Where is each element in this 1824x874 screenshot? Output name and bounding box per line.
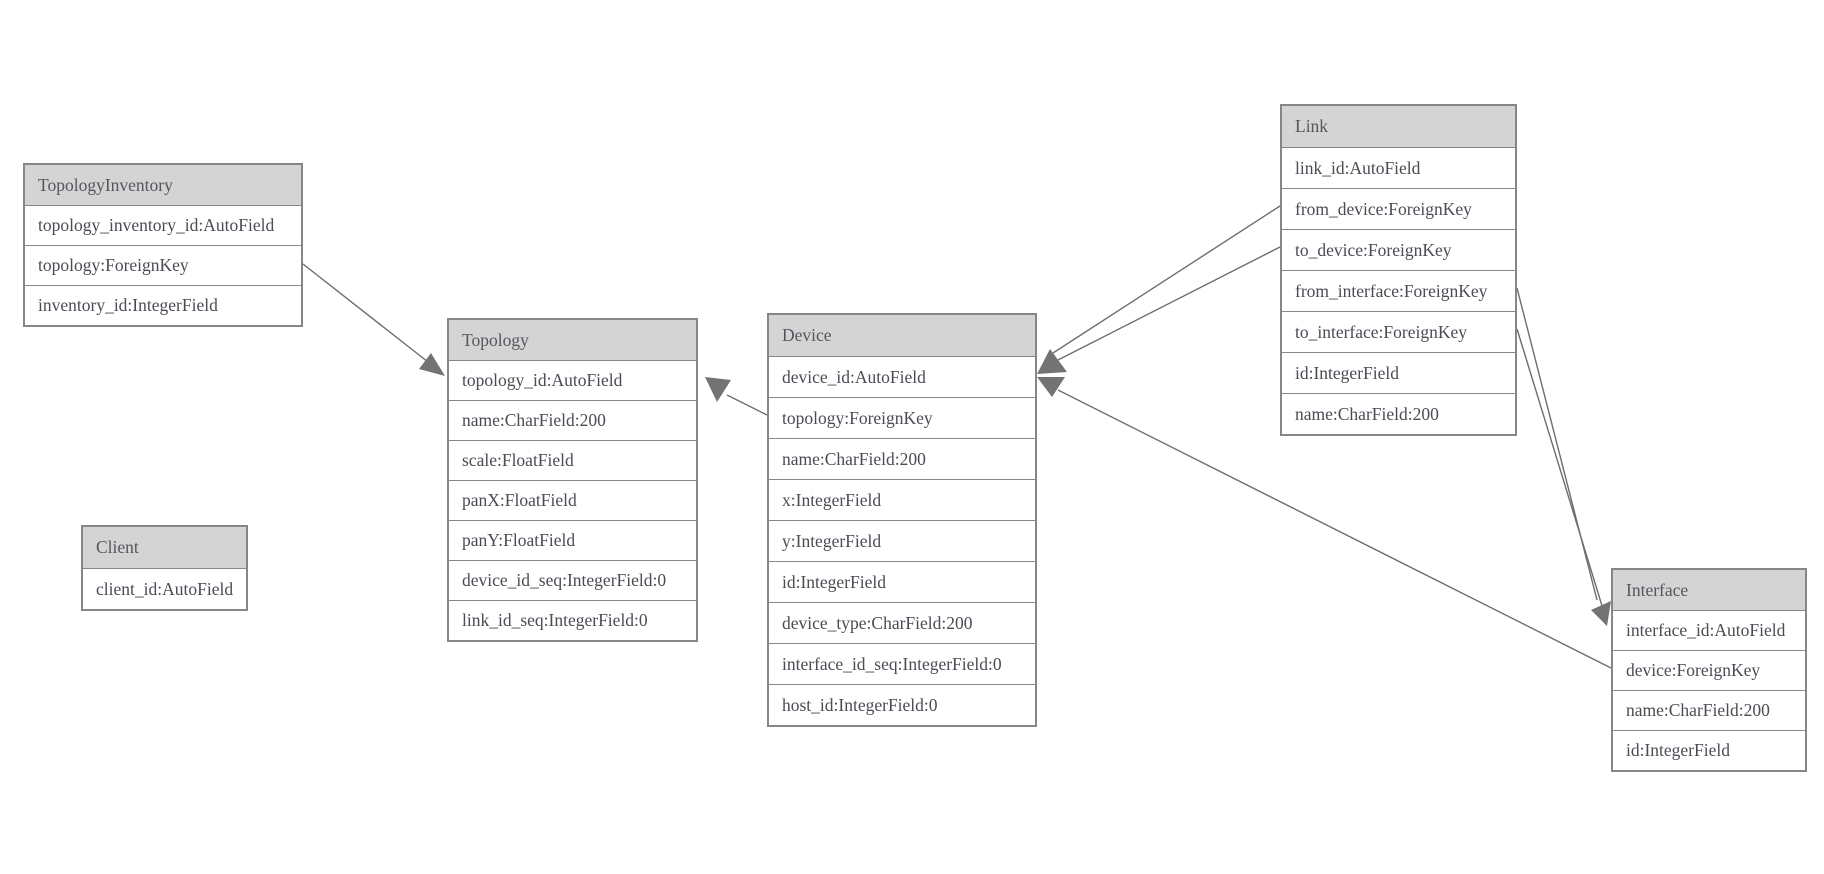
relation-link-todevice-device-line (1057, 246, 1281, 361)
field-row: topology_id:AutoField (449, 360, 696, 400)
relation-topologyinventory-topology-line (302, 263, 429, 363)
entity-topology-title: Topology (449, 320, 696, 360)
entity-client: Client client_id:AutoField (81, 525, 248, 611)
field-row: id:IntegerField (1613, 730, 1805, 770)
field-row: from_interface:ForeignKey (1282, 270, 1515, 311)
relation-interface-device-line (1057, 389, 1612, 669)
field-row: inventory_id:IntegerField (25, 285, 301, 325)
relation-link-fromdevice-device-line (1052, 205, 1281, 354)
field-row: name:CharField:200 (1282, 393, 1515, 434)
field-row: name:CharField:200 (1613, 690, 1805, 730)
relation-link-tointerface-interface-line (1516, 328, 1604, 610)
entity-client-title: Client (83, 527, 246, 568)
field-row: panX:FloatField (449, 480, 696, 520)
field-row: interface_id_seq:IntegerField:0 (769, 643, 1035, 684)
field-row: device:ForeignKey (1613, 650, 1805, 690)
field-row: link_id_seq:IntegerField:0 (449, 600, 696, 640)
field-row: id:IntegerField (769, 561, 1035, 602)
field-row: name:CharField:200 (769, 438, 1035, 479)
entity-topologyinventory: TopologyInventory topology_inventory_id:… (23, 163, 303, 327)
entity-link-title: Link (1282, 106, 1515, 147)
entity-topologyinventory-title: TopologyInventory (25, 165, 301, 205)
field-row: to_interface:ForeignKey (1282, 311, 1515, 352)
field-row: topology:ForeignKey (25, 245, 301, 285)
field-row: device_id:AutoField (769, 356, 1035, 397)
field-row: y:IntegerField (769, 520, 1035, 561)
entity-topology: Topology topology_id:AutoField name:Char… (447, 318, 698, 642)
relation-device-topology-line (726, 394, 768, 416)
field-row: x:IntegerField (769, 479, 1035, 520)
entity-link: Link link_id:AutoField from_device:Forei… (1280, 104, 1517, 436)
field-row: to_device:ForeignKey (1282, 229, 1515, 270)
field-row: device_id_seq:IntegerField:0 (449, 560, 696, 600)
field-row: from_device:ForeignKey (1282, 188, 1515, 229)
entity-interface: Interface interface_id:AutoField device:… (1611, 568, 1807, 772)
relation-topologyinventory-topology-arrowhead (419, 353, 445, 376)
field-row: host_id:IntegerField:0 (769, 684, 1035, 725)
relation-link-interface-arrowhead (1591, 601, 1611, 626)
field-row: topology_inventory_id:AutoField (25, 205, 301, 245)
field-row: topology:ForeignKey (769, 397, 1035, 438)
field-row: name:CharField:200 (449, 400, 696, 440)
relation-link-device-arrowhead (1037, 349, 1067, 374)
field-row: scale:FloatField (449, 440, 696, 480)
entity-device-title: Device (769, 315, 1035, 356)
relation-device-topology-arrowhead (705, 377, 731, 402)
relation-link-frominterface-interface-line (1516, 287, 1598, 601)
field-row: device_type:CharField:200 (769, 602, 1035, 643)
field-row: panY:FloatField (449, 520, 696, 560)
field-row: client_id:AutoField (83, 568, 246, 609)
field-row: id:IntegerField (1282, 352, 1515, 393)
relation-interface-device-arrowhead (1037, 377, 1065, 397)
entity-device: Device device_id:AutoField topology:Fore… (767, 313, 1037, 727)
field-row: interface_id:AutoField (1613, 610, 1805, 650)
entity-interface-title: Interface (1613, 570, 1805, 610)
field-row: link_id:AutoField (1282, 147, 1515, 188)
